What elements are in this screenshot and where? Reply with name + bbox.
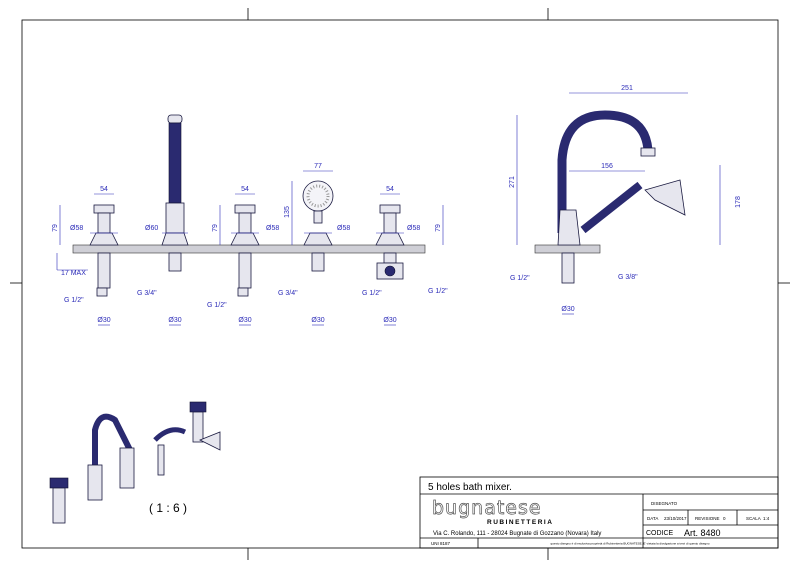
deck-plate xyxy=(72,244,426,254)
data-value: 23/10/2017 xyxy=(664,516,687,521)
bottom-diameter-label: Ø30 xyxy=(311,317,324,324)
brand-subtitle: RUBINETTERIA xyxy=(487,519,553,526)
revisione-value: 0 xyxy=(723,516,726,521)
valve-right xyxy=(375,204,405,280)
uni-standard: UNI 8187 xyxy=(431,541,451,546)
ownership-notice: questo disegno è di esclusiva proprietà … xyxy=(550,542,709,546)
height-label: 79 xyxy=(52,224,59,232)
shower-front xyxy=(302,180,334,272)
width-label: 54 xyxy=(386,186,394,193)
height-label: 79 xyxy=(212,224,219,232)
diameter-label: Ø30 xyxy=(561,306,574,313)
scale-label: ( 1 : 6 ) xyxy=(149,501,187,515)
address: Via C. Rolando, 111 - 28024 Bugnate di G… xyxy=(433,531,601,537)
valve-center xyxy=(230,204,260,297)
thread-label: G 1/2" xyxy=(362,290,382,297)
disegnato-label: DISEGNATO xyxy=(651,501,678,506)
shower-height-label: 178 xyxy=(735,196,742,208)
scala-value: 1:4 xyxy=(763,516,770,521)
valve-left xyxy=(89,204,119,297)
handle-reach-label: 156 xyxy=(601,163,613,170)
sheet-border xyxy=(21,19,779,549)
codice-value: Art. 8480 xyxy=(684,528,721,538)
deck-max-label: 17 MAX xyxy=(61,270,86,277)
height-label: 79 xyxy=(435,224,442,232)
isometric-view: ( 1 : 6 ) xyxy=(49,401,221,524)
side-view: 251 156 271 178 G 1/2" G 3/8" Ø30 xyxy=(509,85,742,315)
center-marks xyxy=(10,8,790,560)
shower-height-label: 135 xyxy=(284,206,291,218)
scala-label: SCALA xyxy=(746,516,761,521)
bottom-diameter-label: Ø30 xyxy=(238,317,251,324)
brand-logo: bugnatese xyxy=(432,497,542,519)
diameter-label: Ø58 xyxy=(70,225,83,232)
thread-label: G 1/2" xyxy=(428,288,448,295)
thread-label: G 3/4" xyxy=(137,290,157,297)
front-dimension-lines xyxy=(56,170,444,326)
drawing-title: 5 holes bath mixer. xyxy=(428,482,512,493)
spout-front xyxy=(161,114,189,272)
data-label: DATA xyxy=(647,516,658,521)
title-block: 5 holes bath mixer. bugnatese RUBINETTER… xyxy=(419,476,779,549)
thread-label: G 3/4" xyxy=(278,290,298,297)
shower-width-label: 77 xyxy=(314,163,322,170)
width-label: 54 xyxy=(100,186,108,193)
height-label: 271 xyxy=(509,176,516,188)
thread-label: G 1/2" xyxy=(207,302,227,309)
diameter-label: Ø58 xyxy=(337,225,350,232)
thread-label: G 1/2" xyxy=(510,275,530,282)
width-label: 54 xyxy=(241,186,249,193)
thread-label: G 1/2" xyxy=(64,297,84,304)
front-view: 54 54 54 77 79 79 79 135 Ø58 Ø60 Ø58 Ø58… xyxy=(52,114,448,326)
diameter-label: Ø60 xyxy=(145,225,158,232)
bottom-diameter-label: Ø30 xyxy=(168,317,181,324)
reach-label: 251 xyxy=(621,85,633,92)
revisione-label: REVISIONE xyxy=(695,516,720,521)
bottom-diameter-label: Ø30 xyxy=(383,317,396,324)
thread-label: G 3/8" xyxy=(618,274,638,281)
codice-label: CODICE xyxy=(646,530,674,537)
diameter-label: Ø58 xyxy=(407,225,420,232)
bottom-diameter-label: Ø30 xyxy=(97,317,110,324)
diameter-label: Ø58 xyxy=(266,225,279,232)
